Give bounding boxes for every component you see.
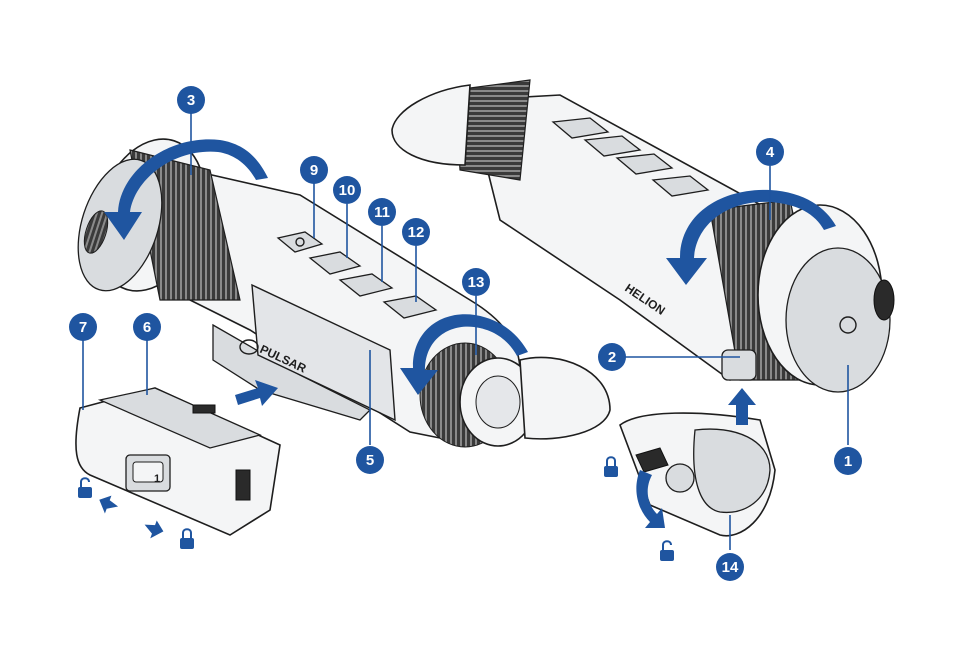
left-objective-assembly [63, 125, 240, 306]
battery-contacts [193, 405, 215, 413]
tripod-socket [722, 350, 756, 380]
left-eyecup [520, 357, 610, 438]
callout-number: 12 [408, 224, 425, 241]
battery-connector [236, 470, 250, 500]
arrow-right-icon [141, 517, 166, 542]
right-eyecup [392, 85, 470, 165]
callout-13: 13 [462, 268, 490, 296]
callout-number: 4 [766, 144, 775, 161]
callout-number: 3 [187, 92, 195, 109]
callout-11: 11 [368, 198, 396, 226]
lock-open-icon [78, 478, 92, 498]
callout-3: 3 [177, 86, 205, 114]
left-eyepiece-lens [476, 376, 520, 428]
callout-6: 6 [133, 313, 161, 341]
right-eyepiece [392, 80, 530, 180]
callout-number: 14 [722, 559, 739, 576]
callout-5: 5 [356, 446, 384, 474]
right-lens-cap[interactable] [786, 248, 890, 392]
lens-cap-hinge [874, 280, 894, 320]
callout-number: 10 [339, 182, 356, 199]
callout-9: 9 [300, 156, 328, 184]
lock-closed-icon [604, 457, 618, 477]
callout-1: 1 [834, 447, 862, 475]
battery-slot-number: 1 [154, 473, 160, 485]
arrow-left-icon [96, 492, 121, 517]
callout-2: 2 [598, 343, 626, 371]
lock-open-icon [660, 541, 674, 561]
callout-number: 5 [366, 452, 374, 469]
callout-4: 4 [756, 138, 784, 166]
lock-closed-icon [180, 529, 194, 549]
callout-10: 10 [333, 176, 361, 204]
callout-number: 6 [143, 319, 151, 336]
callout-number: 7 [79, 319, 87, 336]
callout-12: 12 [402, 218, 430, 246]
callout-number: 2 [608, 349, 616, 366]
callout-number: 11 [374, 204, 390, 221]
battery-pack: 1 [76, 388, 280, 535]
callout-number: 1 [844, 453, 852, 470]
callout-14: 14 [716, 553, 744, 581]
callout-number: 9 [310, 162, 318, 179]
eyepiece-cap-knob[interactable] [666, 464, 694, 492]
callout-number: 13 [468, 274, 485, 291]
callout-7: 7 [69, 313, 97, 341]
